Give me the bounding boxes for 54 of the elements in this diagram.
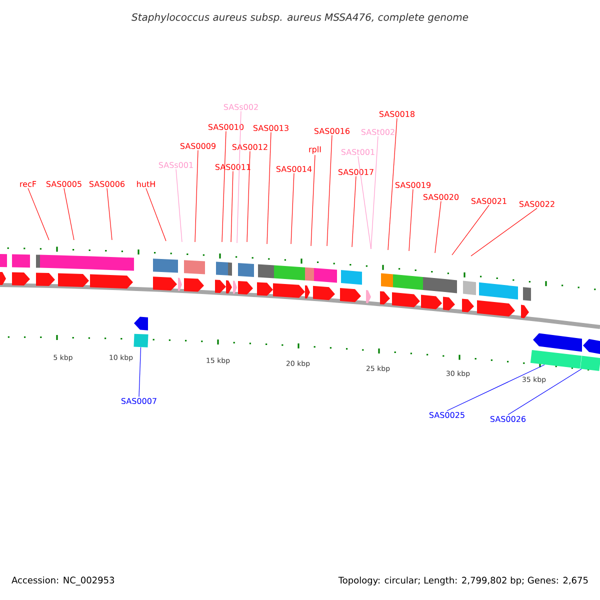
leader-line xyxy=(508,368,582,416)
gene-label: SASt001 xyxy=(341,148,374,156)
gene-label: SAS0017 xyxy=(338,168,374,176)
leader-line xyxy=(246,150,250,242)
title: Staphylococcus aureus subsp. aureus MSSA476, complete genome xyxy=(132,13,468,23)
leader-line xyxy=(266,132,272,244)
gene-label: SAS0016 xyxy=(314,128,350,134)
gene-label: recF xyxy=(20,181,36,187)
leader-line xyxy=(370,136,378,250)
leader-line xyxy=(352,176,356,248)
gene-box xyxy=(580,356,600,371)
gene-label: SAS0009 xyxy=(180,142,216,150)
leader-line xyxy=(146,188,166,242)
gene-label: SAS0019 xyxy=(395,182,430,188)
leader-line xyxy=(358,156,372,250)
leader-line xyxy=(290,172,294,244)
leader-line xyxy=(470,208,538,256)
gene-label: SAS0014 xyxy=(276,166,312,172)
leader-line xyxy=(28,188,50,240)
gene-label: SAS0022 xyxy=(519,200,554,208)
gene-label: SAS0021 xyxy=(471,198,506,204)
genome-info-text: Topology: circular; Length: 2,799,802 bp; Genes: 2,675 xyxy=(338,576,588,586)
leader-line xyxy=(236,110,242,244)
leader-line xyxy=(222,130,226,242)
leader-line xyxy=(326,134,332,246)
gene-label: SAS0007 xyxy=(121,398,156,404)
leader-line xyxy=(106,188,112,240)
leader-line xyxy=(194,150,198,242)
gene-label: SAS0010 xyxy=(208,124,244,130)
leader-line xyxy=(388,118,398,250)
gene-box xyxy=(134,334,148,348)
leader-line xyxy=(230,170,234,242)
gene-label: SASt002 xyxy=(361,128,394,136)
gene-label: SAS0025 xyxy=(429,412,464,418)
gene-label: SASs002 xyxy=(224,104,258,110)
leader-line xyxy=(452,204,490,256)
leader-line xyxy=(446,364,545,412)
leader-line xyxy=(138,347,142,398)
leader-line xyxy=(64,188,74,240)
gene-label: hutH xyxy=(137,180,155,188)
gene-label: SAS0006 xyxy=(89,180,125,188)
gene-label: SAS0005 xyxy=(46,180,82,188)
leader-line xyxy=(434,200,442,254)
gene-label: SASs001 xyxy=(158,162,193,168)
leader-line xyxy=(408,188,414,252)
gene-label: SAS0013 xyxy=(253,124,288,132)
gene-label: SAS0018 xyxy=(379,110,415,118)
leader-line xyxy=(310,154,316,246)
gene-label: SAS0020 xyxy=(423,194,459,200)
gene-label: SAS0012 xyxy=(232,144,268,150)
gene-label: rplI xyxy=(309,146,321,154)
leader-line xyxy=(176,168,182,242)
accession-text: Accession: NC_002953 xyxy=(12,576,114,586)
gene-label: SAS0026 xyxy=(490,416,526,422)
